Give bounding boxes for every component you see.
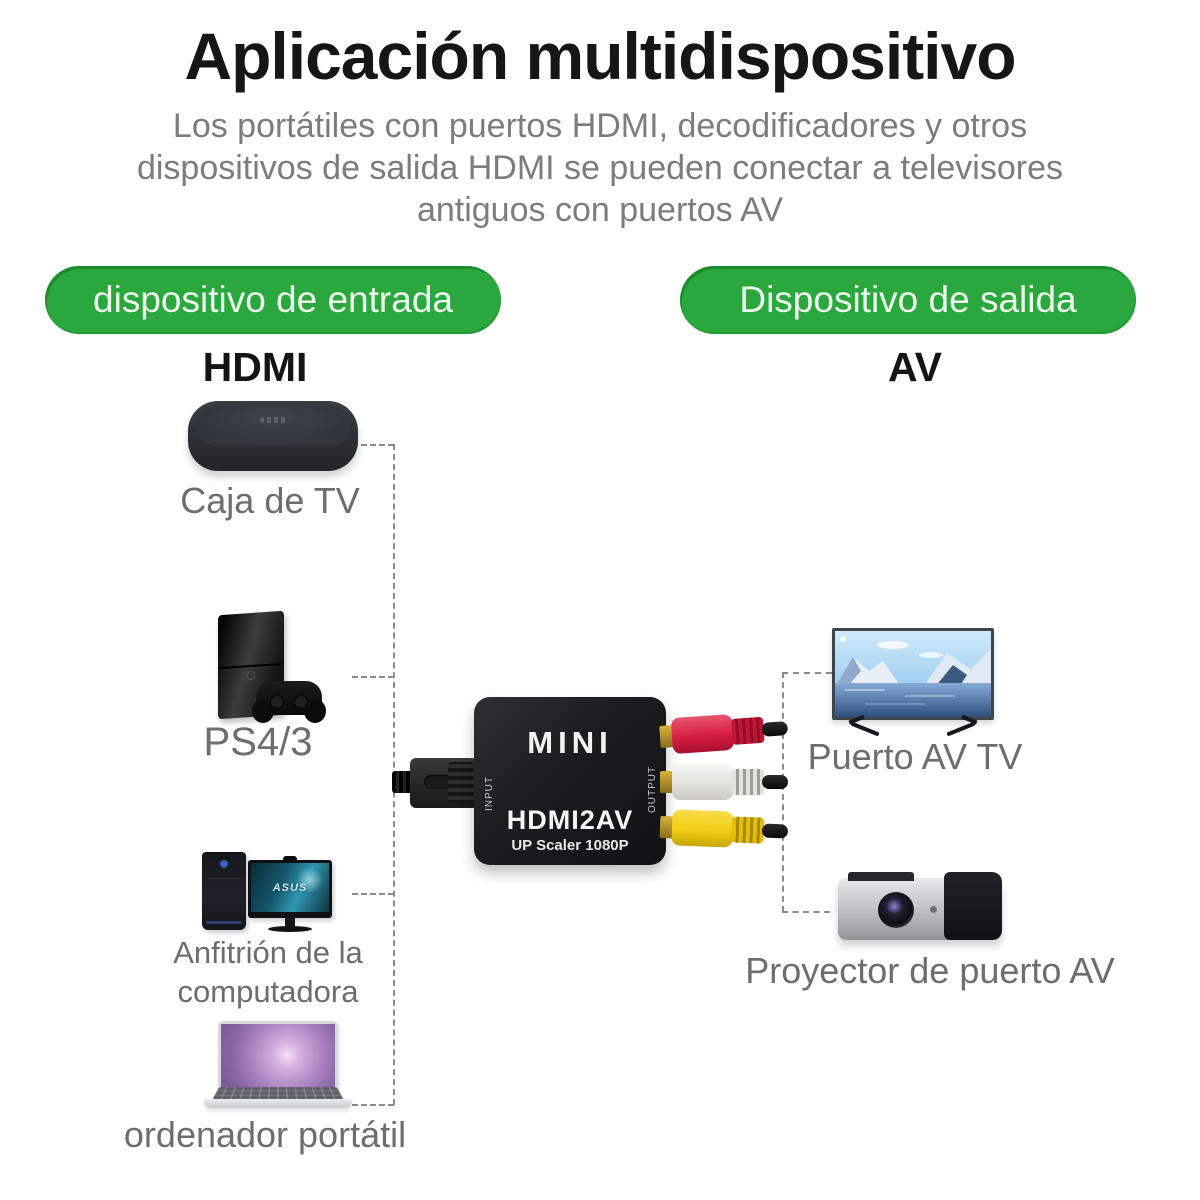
tv-box-top-face bbox=[196, 406, 350, 446]
rca-white-body bbox=[672, 764, 734, 800]
rca-plug-white-icon bbox=[660, 760, 810, 804]
hdmi-plug-ridges bbox=[448, 762, 474, 804]
projector-black-cap bbox=[944, 872, 1002, 940]
converter-input-port-label: INPUT bbox=[484, 776, 495, 811]
computer-host-label: Anfitrión de la computadora bbox=[173, 935, 363, 1009]
laptop-deck bbox=[204, 1099, 352, 1108]
laptop-wallpaper bbox=[221, 1024, 335, 1098]
rca-white-cable bbox=[762, 775, 788, 789]
subtitle-line-2: dispositivos de salida HDMI se pueden co… bbox=[136, 148, 1064, 187]
tower-power-led bbox=[220, 860, 228, 868]
output-devices-badge-label: Dispositivo de salida bbox=[739, 279, 1077, 320]
hdmi-column-label: HDMI bbox=[202, 344, 308, 390]
hdmi-plug-icon bbox=[410, 758, 478, 808]
tv-screen-landscape bbox=[835, 631, 991, 717]
right-connector-rail bbox=[782, 672, 784, 912]
ps4-logo-dot bbox=[246, 670, 256, 681]
av-tv-icon bbox=[832, 628, 994, 737]
rca-red-body bbox=[670, 713, 736, 755]
asus-monitor-icon: ASUS bbox=[248, 856, 332, 932]
page-subtitle: Los portátiles con puertos HDMI, decodif… bbox=[30, 106, 1170, 231]
rca-yellow-body bbox=[671, 809, 735, 848]
output-devices-badge: Dispositivo de salida bbox=[680, 266, 1136, 334]
laptop-connector-line bbox=[352, 1104, 394, 1106]
tv-leg-left bbox=[850, 721, 880, 737]
tv-box-connector-line bbox=[352, 444, 394, 446]
projector-lens bbox=[878, 892, 914, 928]
tower-vent bbox=[208, 878, 240, 879]
tv-box-icon bbox=[188, 401, 358, 471]
input-devices-badge-label: dispositivo de entrada bbox=[93, 279, 453, 320]
ps4-stick-left bbox=[270, 695, 284, 709]
tv-box-logo bbox=[260, 417, 286, 423]
av-tv-label: Puerto AV TV bbox=[807, 736, 1023, 777]
tower-bottom-glow bbox=[206, 921, 242, 924]
page-title: Aplicación multidispositivo bbox=[184, 19, 1016, 93]
av-column-label: AV bbox=[888, 344, 942, 390]
projector-connector-line bbox=[782, 911, 830, 913]
rca-white-taper bbox=[732, 769, 764, 795]
rca-yellow-taper bbox=[731, 816, 765, 844]
rca-red-cable bbox=[761, 721, 789, 737]
laptop-label: ordenador portátil bbox=[123, 1114, 407, 1155]
input-devices-badge: dispositivo de entrada bbox=[45, 266, 501, 334]
computer-connector-line bbox=[352, 893, 394, 895]
ps4-controller-icon bbox=[252, 681, 326, 723]
ps4-connector-line bbox=[352, 676, 394, 678]
converter-model: HDMI2AV bbox=[506, 805, 634, 835]
ps4-seam bbox=[218, 662, 284, 670]
converter-output-port-label: OUTPUT bbox=[647, 765, 658, 813]
monitor-base bbox=[268, 926, 312, 932]
subtitle-line-1: Los portátiles con puertos HDMI, decodif… bbox=[172, 107, 1028, 145]
projector-icon bbox=[838, 872, 1002, 940]
projector-label: Proyector de puerto AV bbox=[745, 950, 1115, 991]
hdmi-cable-strain-relief bbox=[392, 771, 414, 793]
rca-yellow-cable bbox=[761, 823, 789, 839]
converter-subtext: UP Scaler 1080P bbox=[511, 837, 629, 854]
hdmi2av-converter-icon: MINI HDMI2AV UP Scaler 1080P INPUT OUTPU… bbox=[474, 697, 666, 865]
rca-red-taper bbox=[730, 716, 765, 745]
monitor-webcam bbox=[283, 856, 297, 862]
laptop-keyboard bbox=[212, 1087, 344, 1100]
rca-plug-yellow-icon bbox=[659, 805, 810, 854]
monitor-screen-highlight bbox=[297, 867, 323, 893]
subtitle-line-3: antiguos con puertos AV bbox=[416, 190, 784, 229]
ps4-label: PS4/3 bbox=[203, 720, 313, 764]
monitor-screen: ASUS bbox=[251, 863, 329, 912]
ps4-stick-right bbox=[294, 695, 308, 709]
tv-leg-right bbox=[946, 721, 976, 737]
desktop-tower-icon bbox=[202, 852, 246, 930]
monitor-neck bbox=[285, 918, 295, 928]
tv-box-label: Caja de TV bbox=[180, 480, 360, 521]
converter-brand: MINI bbox=[527, 725, 613, 760]
av-tv-connector-line bbox=[782, 672, 832, 674]
hdmi-plug-slot bbox=[424, 775, 454, 789]
projector-sensor-dot bbox=[930, 906, 937, 913]
projector-top-strip bbox=[848, 872, 914, 881]
